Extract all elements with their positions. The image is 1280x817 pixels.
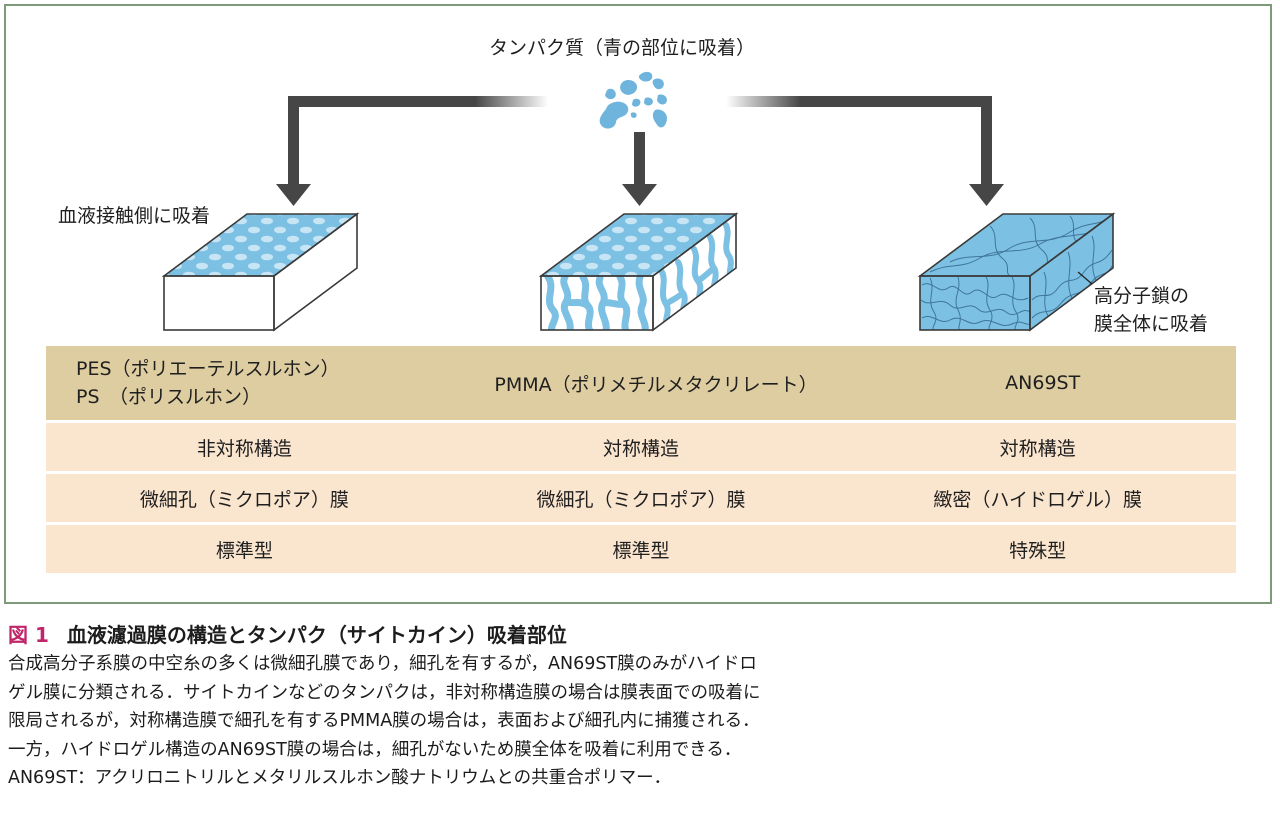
arrow-to-middle-membrane (622, 132, 657, 206)
header-cell-an69st: AN69ST (1005, 372, 1081, 394)
caption-line: AN69ST：アクリロニトリルとメタリルスルホン酸ナトリウムとの共重合ポリマー． (8, 768, 672, 788)
right-adsorption-label-line2: 膜全体に吸着 (1094, 313, 1209, 335)
table-header-row: PES（ポリエーテルスルホン） PS （ポリスルホン） PMMA（ポリメチルメタ… (46, 346, 1236, 420)
table-cell: 標準型 (612, 539, 670, 562)
table-cell: 微細孔（ミクロポア）膜 (139, 488, 349, 511)
caption-title-line: 図 1 血液濾過膜の構造とタンパク（サイトカイン）吸着部位 (8, 620, 1008, 650)
membrane-comparison-table: PES（ポリエーテルスルホン） PS （ポリスルホン） PMMA（ポリメチルメタ… (46, 346, 1236, 573)
arrow-to-left-membrane (276, 96, 548, 206)
membrane-block-hydrogel (917, 212, 1116, 332)
protein-label: タンパク質（青の部位に吸着） (489, 37, 756, 59)
caption-line: 限局されるが，対称構造膜で細孔を有するPMMA膜の場合は，表面および細孔内に捕獲… (8, 711, 760, 731)
table-cell: 対称構造 (999, 437, 1076, 460)
header-cell-pes-ps: PES（ポリエーテルスルホン） PS （ポリスルホン） (46, 346, 463, 420)
table-cell: 緻密（ハイドロゲル）膜 (933, 488, 1142, 511)
table-row: 標準型 標準型 特殊型 (46, 525, 1236, 573)
caption-title: 血液濾過膜の構造とタンパク（サイトカイン）吸着部位 (66, 623, 567, 647)
table-cell: 標準型 (215, 539, 273, 562)
table-cell: 対称構造 (603, 437, 680, 460)
table-cell: 特殊型 (1009, 539, 1067, 562)
membrane-block-asymmetric (161, 212, 360, 332)
table-row: 微細孔（ミクロポア）膜 微細孔（ミクロポア）膜 緻密（ハイドロゲル）膜 (46, 474, 1236, 522)
caption-line: 合成高分子系膜の中空糸の多くは微細孔膜であり，細孔を有するが，AN69ST膜のみ… (8, 654, 757, 674)
header-ps: PS （ポリスルホン） (76, 386, 262, 408)
figure-number: 図 1 (8, 623, 49, 647)
left-adsorption-label: 血液接触側に吸着 (58, 205, 211, 227)
table-row: 非対称構造 対称構造 対称構造 (46, 423, 1236, 471)
caption-line: ゲル膜に分類される．サイトカインなどのタンパクは，非対称構造膜の場合は膜表面での… (8, 682, 761, 703)
figure-caption: 図 1 血液濾過膜の構造とタンパク（サイトカイン）吸着部位 合成高分子系膜の中空糸… (8, 620, 1008, 793)
membrane-diagram (161, 71, 1116, 332)
membrane-block-symmetric-microporous (538, 212, 739, 332)
header-cell-pmma: PMMA（ポリメチルメタクリレート） (494, 373, 818, 396)
table-cell: 微細孔（ミクロポア）膜 (536, 488, 746, 511)
caption-line: 一方，ハイドロゲル構造のAN69ST膜の場合は，細孔がないため膜全体を吸着に利用… (8, 739, 742, 760)
protein-cluster (599, 71, 667, 129)
right-adsorption-label-line1: 高分子鎖の (1094, 285, 1190, 307)
header-pes: PES（ポリエーテルスルホン） (76, 358, 340, 380)
table-cell: 非対称構造 (196, 437, 292, 460)
arrow-to-right-membrane (726, 96, 1004, 206)
